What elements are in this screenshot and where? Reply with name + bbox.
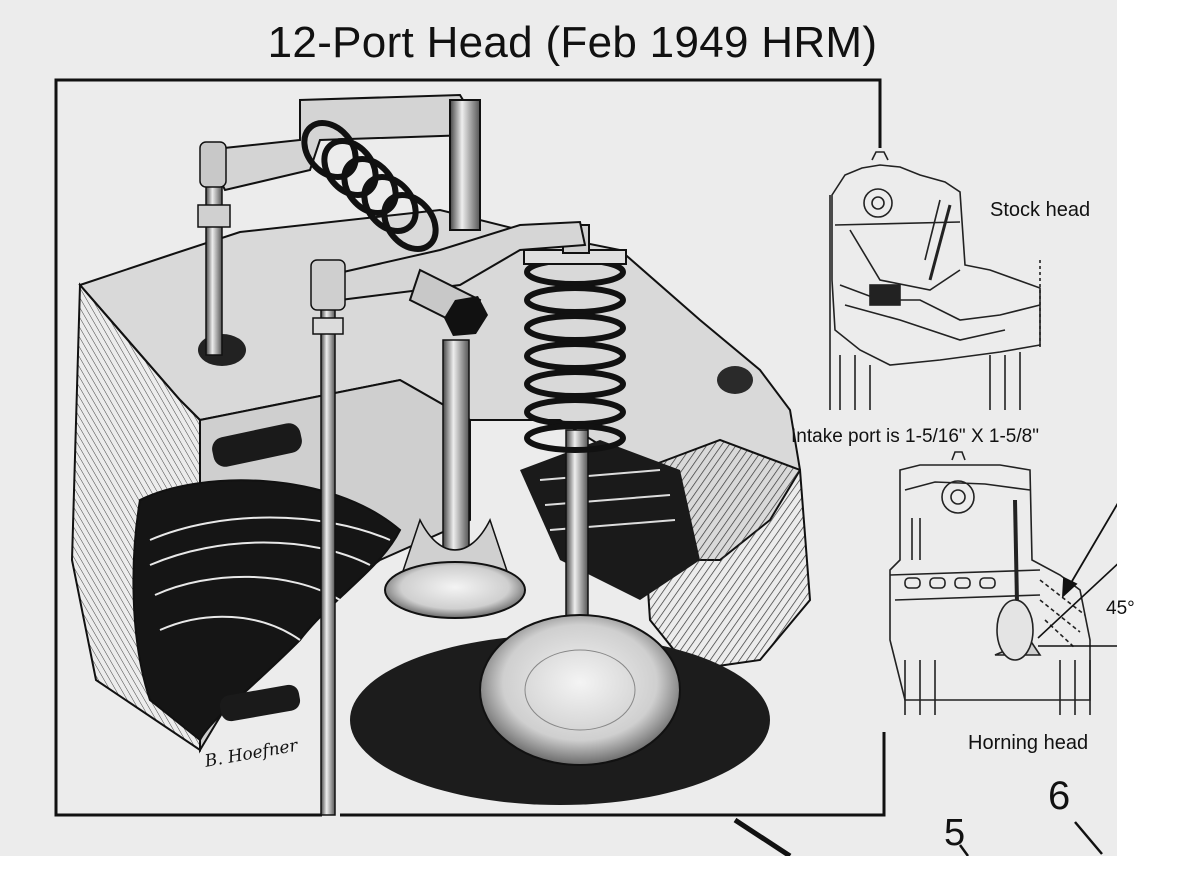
- pointer-stroke: [733, 817, 792, 859]
- intake-port-label: Intake port is 1-5/16" X 1-5/8": [791, 426, 1039, 447]
- stock-head-diagram: [829, 151, 1041, 410]
- figure-number-6: 6: [1048, 774, 1071, 818]
- stock-head-label: Stock head: [990, 199, 1091, 221]
- page-title: 12-Port Head (Feb 1949 HRM): [267, 18, 878, 67]
- angle-label: 45°: [1106, 598, 1135, 619]
- figure-6-pointer: [1074, 821, 1103, 855]
- intake-valve: [384, 339, 526, 619]
- figure-number-5: 5: [944, 812, 966, 854]
- pushrods: [197, 141, 346, 816]
- figure-5-pointer: [958, 844, 970, 857]
- rocker-assembly: [203, 93, 587, 336]
- horning-head-label: Horning head: [968, 732, 1089, 754]
- page-bottom-margin: [0, 856, 1200, 876]
- main-figure-frame: [54, 78, 886, 817]
- page-right-margin: [1117, 0, 1200, 876]
- horning-head-diagram: [889, 451, 1091, 715]
